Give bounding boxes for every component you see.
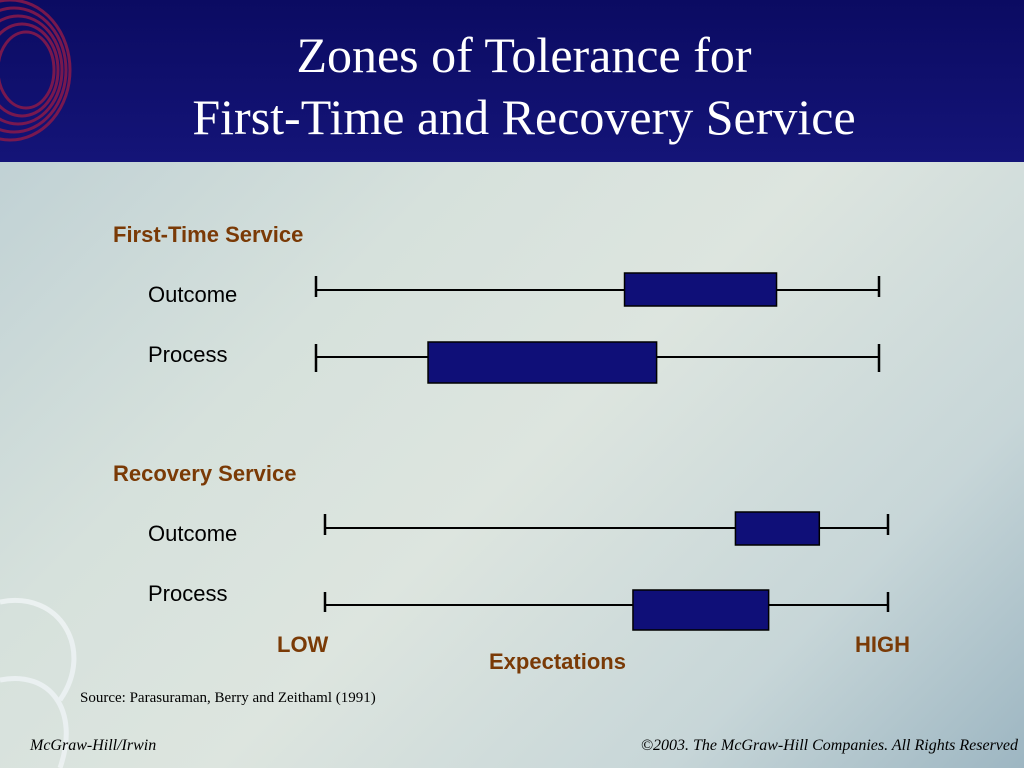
row-label-recovery-process: Process: [148, 581, 228, 606]
tolerance-zone-bar-3: [632, 589, 770, 631]
title-line-1: Zones of Tolerance for: [296, 27, 752, 83]
tolerance-zone-bar-2: [734, 511, 821, 546]
tolerance-zone-bar-0: [623, 272, 778, 307]
row-label-recovery-outcome: Outcome: [148, 521, 238, 546]
slide-title: Zones of Tolerance for First-Time and Re…: [0, 24, 1024, 148]
title-line-2: First-Time and Recovery Service: [192, 89, 856, 145]
ring-decoration-icon: [0, 0, 72, 142]
section-first-time: First-Time Service: [113, 222, 304, 247]
row-label-first-process: Process: [148, 342, 228, 367]
section-recovery: Recovery Service: [113, 461, 297, 486]
row-label-first-outcome: Outcome: [148, 282, 238, 307]
swirl-decoration-icon: [0, 598, 77, 768]
title-banner: Zones of Tolerance for First-Time and Re…: [0, 0, 1024, 162]
source-citation: Source: Parasuraman, Berry and Zeithaml …: [80, 690, 376, 706]
axis-caption: Expectations: [489, 649, 626, 674]
footer-publisher: McGraw-Hill/Irwin: [30, 737, 157, 754]
axis-low-label: LOW: [277, 632, 329, 657]
tolerance-zone-bar-1: [427, 341, 658, 384]
footer-copyright: ©2003. The McGraw-Hill Companies. All Ri…: [640, 737, 1018, 754]
axis-high-label: HIGH: [855, 632, 910, 657]
